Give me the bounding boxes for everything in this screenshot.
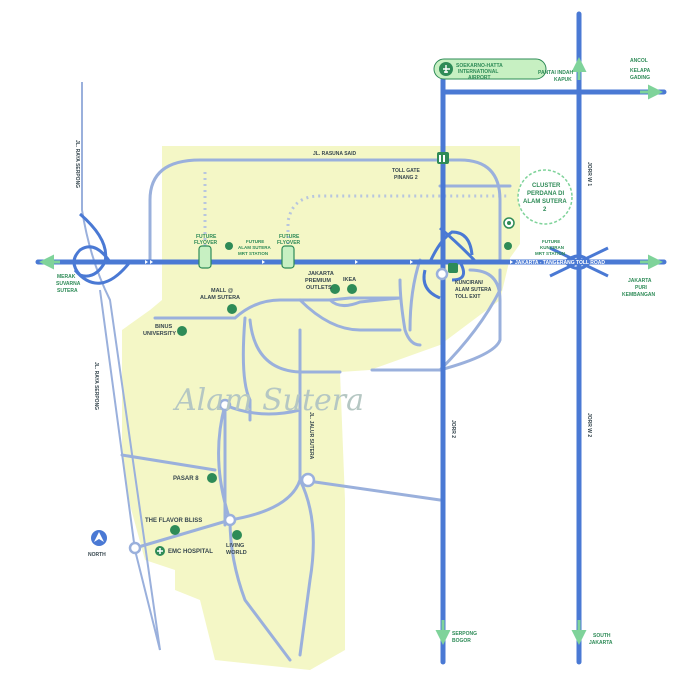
road-label-jl-rasuna-said: JL. RASUNA SAID — [313, 151, 357, 157]
cluster-location-icon — [503, 169, 573, 229]
svg-text:LIVING: LIVING — [226, 543, 244, 549]
train-icon — [225, 242, 512, 250]
svg-text:PINANG 2: PINANG 2 — [394, 175, 418, 181]
label-the-flavor-bliss: THE FLAVOR BLISS — [145, 518, 202, 524]
svg-text:CLUSTER: CLUSTER — [532, 183, 561, 189]
svg-text:FLYOVER: FLYOVER — [277, 240, 301, 246]
watermark-text: Alam Sutera — [172, 383, 364, 418]
dest-ancol: ANCOL KELAPA GADING — [630, 58, 651, 81]
dest-merak: MERAK SUVARNA SUTERA — [56, 274, 81, 294]
road-label-toll-road: JAKARTA - TANGERANG TOLL ROAD — [515, 260, 605, 266]
svg-text:ANCOL: ANCOL — [630, 58, 648, 64]
shopping-cart-icon — [170, 284, 357, 540]
road-label-jorr-w2: JORR W 2 — [586, 413, 592, 437]
svg-text:MALL @: MALL @ — [211, 288, 234, 294]
label-emc-hospital: EMC HOSPITAL — [168, 549, 213, 555]
roundabouts — [128, 267, 449, 555]
dest-pantai-indah-kapuk: PANTAI INDAH KAPUK — [538, 70, 573, 83]
svg-text:INTERNATIONAL: INTERNATIONAL — [458, 69, 498, 75]
future-rail-lines — [203, 172, 510, 262]
svg-text:OUTLETS: OUTLETS — [306, 285, 332, 291]
label-future-mrt-alam-sutera: FUTURE ALAM SUTERA MRT STATION — [238, 239, 271, 256]
svg-text:SOEKARNO-HATTA: SOEKARNO-HATTA — [456, 63, 503, 69]
svg-text:KAPUK: KAPUK — [554, 77, 572, 83]
university-icon — [177, 326, 187, 336]
label-airport: SOEKARNO-HATTA INTERNATIONAL AIRPORT — [456, 63, 503, 81]
label-north: NORTH — [88, 552, 106, 558]
road-label-jl-raya-serpong-bottom: JL. RAYA SERPONG — [93, 362, 99, 410]
svg-text:JAKARTA: JAKARTA — [308, 271, 334, 277]
label-binus-university: BINUS UNIVERSITY — [143, 324, 176, 337]
toll-exit-icon — [448, 263, 458, 273]
svg-text:MRT STATION: MRT STATION — [238, 251, 268, 256]
dest-jakarta-east: JAKARTA PURI KEMBANGAN — [622, 278, 655, 298]
future-flyovers — [198, 245, 295, 269]
svg-text:SOUTH: SOUTH — [593, 633, 611, 639]
svg-text:TOLL GATE: TOLL GATE — [392, 168, 420, 174]
label-jakarta-premium-outlets: JAKARTA PREMIUM OUTLETS — [305, 271, 334, 291]
svg-text:SUTERA: SUTERA — [57, 288, 78, 294]
direction-arrows — [39, 57, 663, 645]
svg-text:FUTURE: FUTURE — [196, 234, 217, 240]
svg-text:JAKARTA: JAKARTA — [589, 640, 613, 646]
road-label-jl-raya-serpong-top: JL. RAYA SERPONG — [74, 140, 80, 188]
svg-text:JAKARTA: JAKARTA — [628, 278, 652, 284]
svg-text:SERPONG: SERPONG — [452, 631, 477, 637]
road-chevrons — [145, 260, 513, 264]
svg-text:TOLL EXIT: TOLL EXIT — [455, 294, 480, 300]
svg-text:ALAM SUTERA: ALAM SUTERA — [523, 199, 567, 205]
svg-text:PERDANA DI: PERDANA DI — [527, 191, 564, 197]
svg-text:PREMIUM: PREMIUM — [305, 278, 331, 284]
svg-text:ALAM SUTERA: ALAM SUTERA — [200, 295, 240, 301]
north-icon — [91, 530, 107, 546]
hospital-icon — [155, 546, 165, 556]
label-toll-gate-pinang: TOLL GATE PINANG 2 — [392, 168, 420, 181]
interchange-west — [72, 212, 132, 285]
svg-text:KUNCIRAN/: KUNCIRAN/ — [455, 280, 484, 286]
road-label-jorr-w1: JORR W 1 — [586, 162, 592, 186]
interchange-east — [422, 226, 478, 300]
svg-text:UNIVERSITY: UNIVERSITY — [143, 331, 176, 337]
dest-serpong-bogor: SERPONG BOGOR — [452, 631, 477, 644]
airport-icon — [433, 58, 547, 80]
svg-text:MERAK: MERAK — [57, 274, 76, 280]
svg-text:SUVARNA: SUVARNA — [56, 281, 81, 287]
road-label-jorr-2: JORR 2 — [450, 420, 456, 438]
svg-text:PURI: PURI — [635, 285, 648, 291]
svg-text:KUNCIRAN: KUNCIRAN — [540, 245, 564, 250]
label-future-flyover-1: FUTURE FLYOVER — [194, 234, 218, 246]
svg-text:WORLD: WORLD — [226, 550, 247, 556]
toll-gate-icon — [437, 152, 449, 164]
svg-text:PANTAI INDAH: PANTAI INDAH — [538, 70, 573, 76]
svg-text:BINUS: BINUS — [155, 324, 172, 330]
svg-text:ALAM SUTERA: ALAM SUTERA — [238, 245, 271, 250]
label-kunciran-toll-exit: KUNCIRAN/ ALAM SUTERA TOLL EXIT — [455, 280, 492, 300]
label-future-flyover-2: FUTURE FLYOVER — [277, 234, 301, 246]
minor-roads — [120, 158, 512, 662]
svg-text:2: 2 — [543, 207, 547, 213]
svg-text:FUTURE: FUTURE — [246, 239, 264, 244]
svg-text:GADING: GADING — [630, 75, 650, 81]
svg-text:MRT STATION: MRT STATION — [535, 251, 565, 256]
svg-text:FUTURE: FUTURE — [279, 234, 300, 240]
dest-south-jakarta: SOUTH JAKARTA — [589, 633, 613, 646]
svg-text:AIRPORT: AIRPORT — [468, 75, 491, 81]
svg-text:FLYOVER: FLYOVER — [194, 240, 218, 246]
alam-sutera-area — [122, 146, 520, 670]
svg-text:KELAPA: KELAPA — [630, 68, 651, 74]
svg-text:BOGOR: BOGOR — [452, 638, 471, 644]
label-mall-alam-sutera: MALL @ ALAM SUTERA — [200, 288, 240, 301]
road-label-jl-jalur-sutera: JL. JALUR SUTERA — [308, 412, 314, 460]
svg-text:ALAM SUTERA: ALAM SUTERA — [455, 287, 492, 293]
label-pasar-8: PASAR 8 — [173, 476, 199, 482]
label-living-world: LIVING WORLD — [226, 543, 247, 556]
major-roads — [35, 11, 667, 665]
svg-text:KEMBANGAN: KEMBANGAN — [622, 292, 655, 298]
label-ikea: IKEA — [343, 277, 356, 283]
label-future-mrt-kunciran: FUTURE KUNCIRAN MRT STATION — [535, 239, 565, 256]
label-cluster: CLUSTER PERDANA DI ALAM SUTERA 2 — [523, 183, 567, 213]
svg-text:FUTURE: FUTURE — [542, 239, 560, 244]
